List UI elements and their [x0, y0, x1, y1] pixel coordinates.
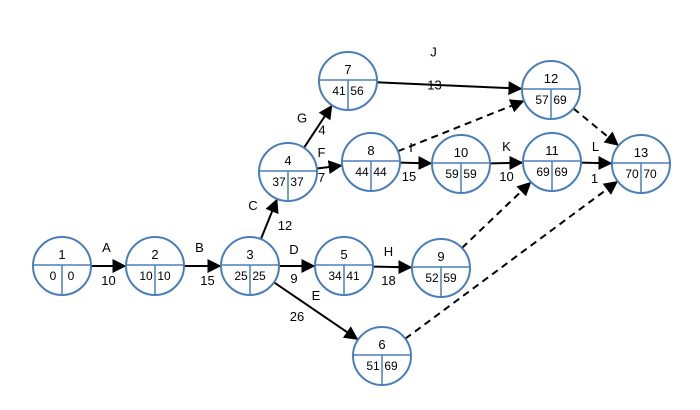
activity-i-duration: 15	[402, 169, 416, 184]
node-4: 4 37 37	[258, 142, 318, 202]
activity-h-duration: 18	[381, 273, 395, 288]
activity-l-name: L	[592, 139, 599, 154]
node-13-earliest: 70	[625, 167, 639, 181]
node-9-latest: 59	[443, 271, 457, 285]
node-8-latest: 44	[373, 165, 387, 179]
node-2-earliest: 10	[139, 269, 153, 283]
activity-i-name: I	[409, 140, 413, 155]
node-2: 2 10 10	[125, 236, 185, 296]
node-10: 10 59 59	[431, 134, 491, 194]
activity-i-arrow	[399, 156, 433, 171]
activity-h-arrow	[372, 260, 413, 275]
node-8-earliest: 44	[355, 165, 369, 179]
node-11: 11 69 69	[522, 132, 582, 192]
node-13: 13 70 70	[611, 134, 671, 194]
activity-a-name: A	[102, 240, 111, 255]
node-2-number: 2	[151, 247, 158, 262]
node-5-number: 5	[340, 247, 347, 262]
node-11-latest: 69	[554, 165, 568, 179]
activity-e-duration: 26	[290, 309, 304, 324]
node-6: 6 51 69	[352, 326, 412, 386]
dummy-6-13-arrow	[404, 181, 619, 340]
node-8-number: 8	[367, 143, 374, 158]
activity-d-name: D	[289, 242, 298, 257]
activity-c-name: C	[248, 198, 257, 213]
activity-c-duration: 12	[278, 218, 292, 233]
node-7-latest: 56	[350, 84, 364, 98]
node-11-number: 11	[545, 143, 559, 158]
node-12-number: 12	[544, 71, 558, 86]
activity-k-duration: 10	[499, 169, 513, 184]
node-1-earliest: 0	[50, 269, 57, 283]
node-8: 8 44 44	[341, 132, 401, 192]
activity-g-duration: 4	[318, 123, 325, 138]
node-2-latest: 10	[157, 269, 171, 283]
node-5-latest: 41	[346, 269, 360, 283]
node-4-latest: 37	[290, 175, 304, 189]
node-10-number: 10	[454, 145, 468, 160]
node-9: 9 52 59	[411, 238, 471, 298]
node-6-number: 6	[378, 337, 385, 352]
node-1-number: 1	[58, 247, 65, 262]
node-4-number: 4	[284, 153, 291, 168]
activity-k-arrow	[489, 155, 524, 170]
node-10-latest: 59	[463, 167, 477, 181]
activity-j-duration: 13	[427, 78, 441, 93]
activity-d-duration: 9	[290, 271, 297, 286]
node-5: 5 34 41	[314, 236, 374, 296]
activity-g-name: G	[297, 111, 307, 126]
activity-f-name: F	[318, 145, 326, 160]
activity-f-arrow	[316, 160, 343, 175]
node-13-latest: 70	[643, 167, 657, 181]
node-3-latest: 25	[252, 269, 266, 283]
node-6-latest: 69	[384, 359, 398, 373]
activity-k-name: K	[502, 139, 511, 154]
activity-h-name: H	[384, 244, 393, 259]
node-12-earliest: 57	[535, 93, 549, 107]
node-9-number: 9	[437, 249, 444, 264]
node-6-earliest: 51	[366, 359, 380, 373]
activity-a-duration: 10	[101, 273, 115, 288]
activity-l-arrow	[580, 156, 613, 171]
activity-g-arrow	[303, 104, 333, 149]
activity-e-arrow	[273, 281, 359, 340]
node-4-earliest: 37	[272, 175, 286, 189]
activity-b-name: B	[195, 240, 204, 255]
node-7-number: 7	[344, 62, 351, 77]
activity-j-name: J	[430, 45, 437, 60]
node-3: 3 25 25	[220, 236, 280, 296]
node-13-number: 13	[634, 145, 648, 160]
node-3-earliest: 25	[234, 269, 248, 283]
node-3-number: 3	[246, 247, 253, 262]
activity-j-arrow	[376, 81, 523, 96]
node-7: 7 41 56	[318, 51, 378, 111]
activity-b-duration: 15	[200, 273, 214, 288]
node-5-earliest: 34	[328, 269, 342, 283]
node-11-earliest: 69	[536, 165, 550, 179]
node-9-earliest: 52	[425, 271, 439, 285]
dummy-8-12-arrow	[397, 99, 525, 153]
node-7-earliest: 41	[332, 84, 346, 98]
node-12-latest: 69	[553, 93, 567, 107]
node-1-latest: 0	[68, 269, 75, 283]
node-10-earliest: 59	[445, 167, 459, 181]
activity-e-name: E	[312, 288, 321, 303]
activity-f-duration: 7	[318, 170, 325, 185]
activity-c-arrow	[259, 198, 279, 240]
node-12: 12 57 69	[521, 60, 581, 120]
dummy-12-13-arrow	[572, 107, 619, 146]
activity-l-duration: 1	[591, 171, 598, 186]
dummy-9-11-arrow	[461, 181, 532, 249]
